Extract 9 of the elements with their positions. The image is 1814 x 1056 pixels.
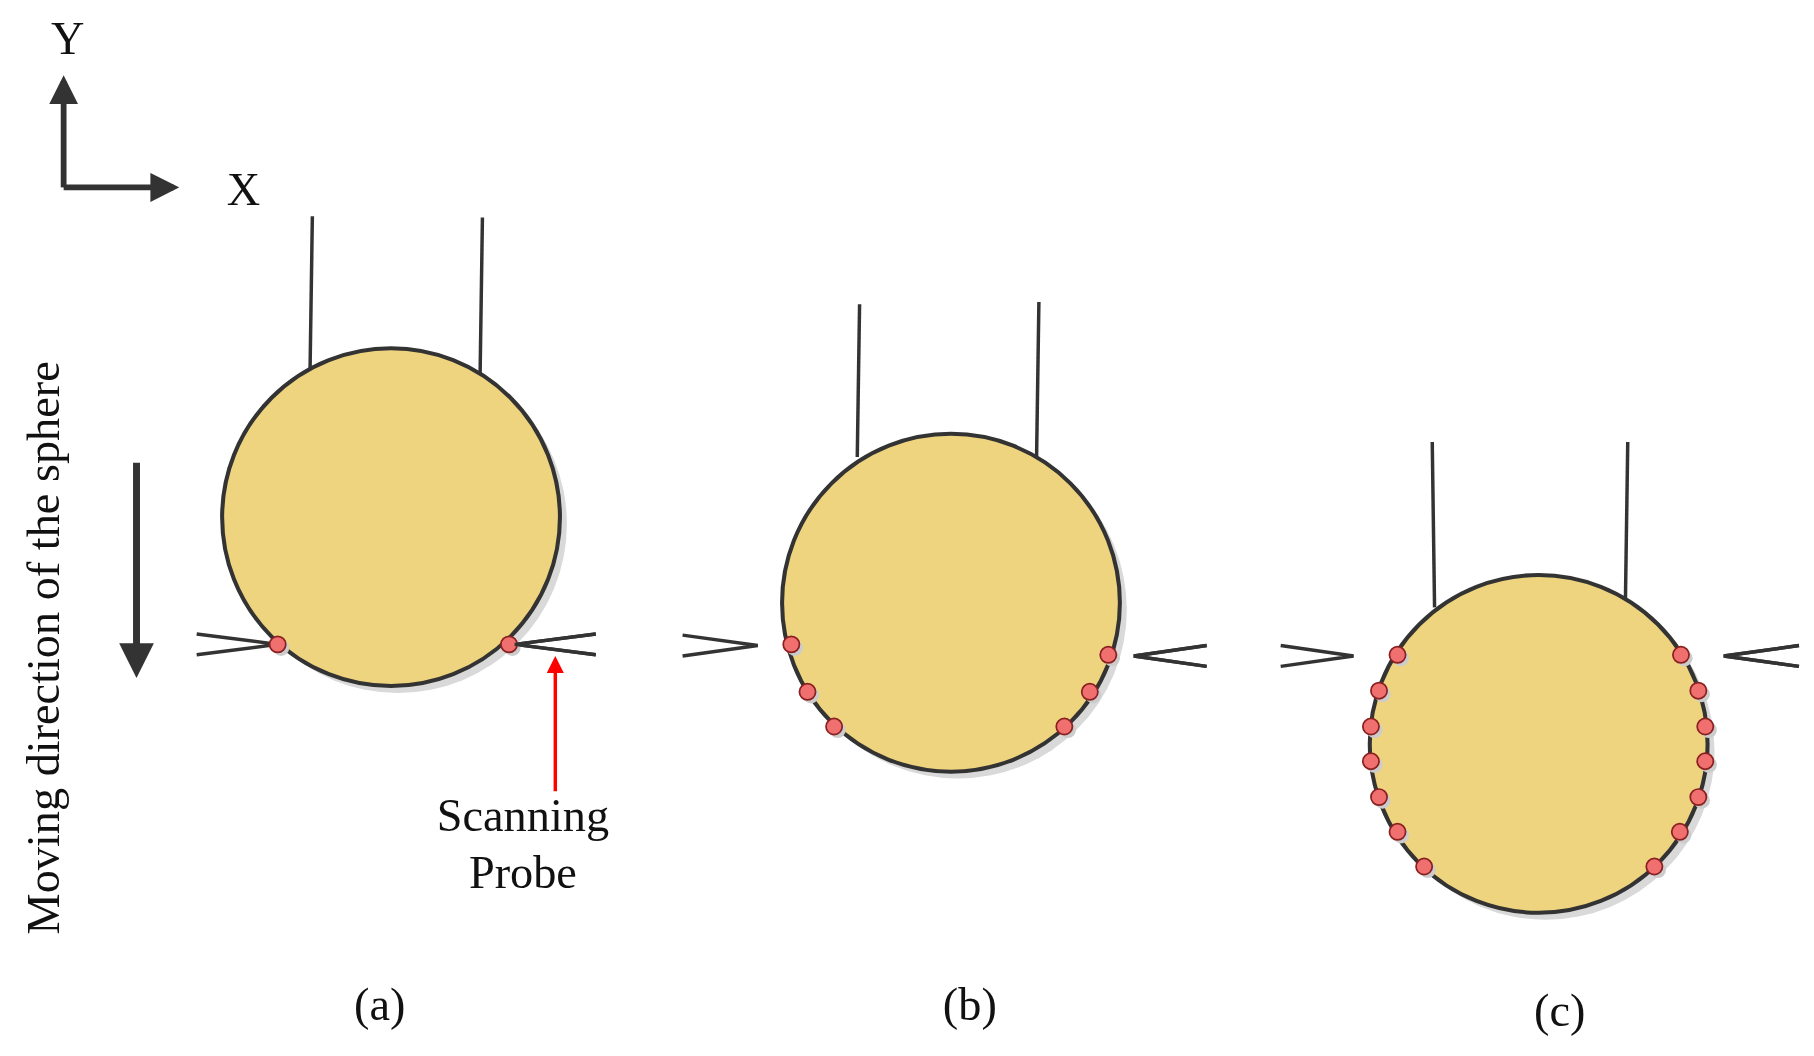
direction-label: Moving direction of the sphere	[16, 361, 71, 935]
probe-tip	[513, 632, 597, 657]
panel-label: (c)	[1534, 983, 1586, 1039]
callout-label: Scanning Probe	[430, 786, 616, 903]
axis-label: Y	[50, 11, 85, 67]
leader-arrow	[546, 655, 564, 792]
panel-label: (b)	[942, 977, 997, 1033]
panel-label: (a)	[354, 977, 406, 1033]
axis-label: X	[226, 162, 261, 218]
